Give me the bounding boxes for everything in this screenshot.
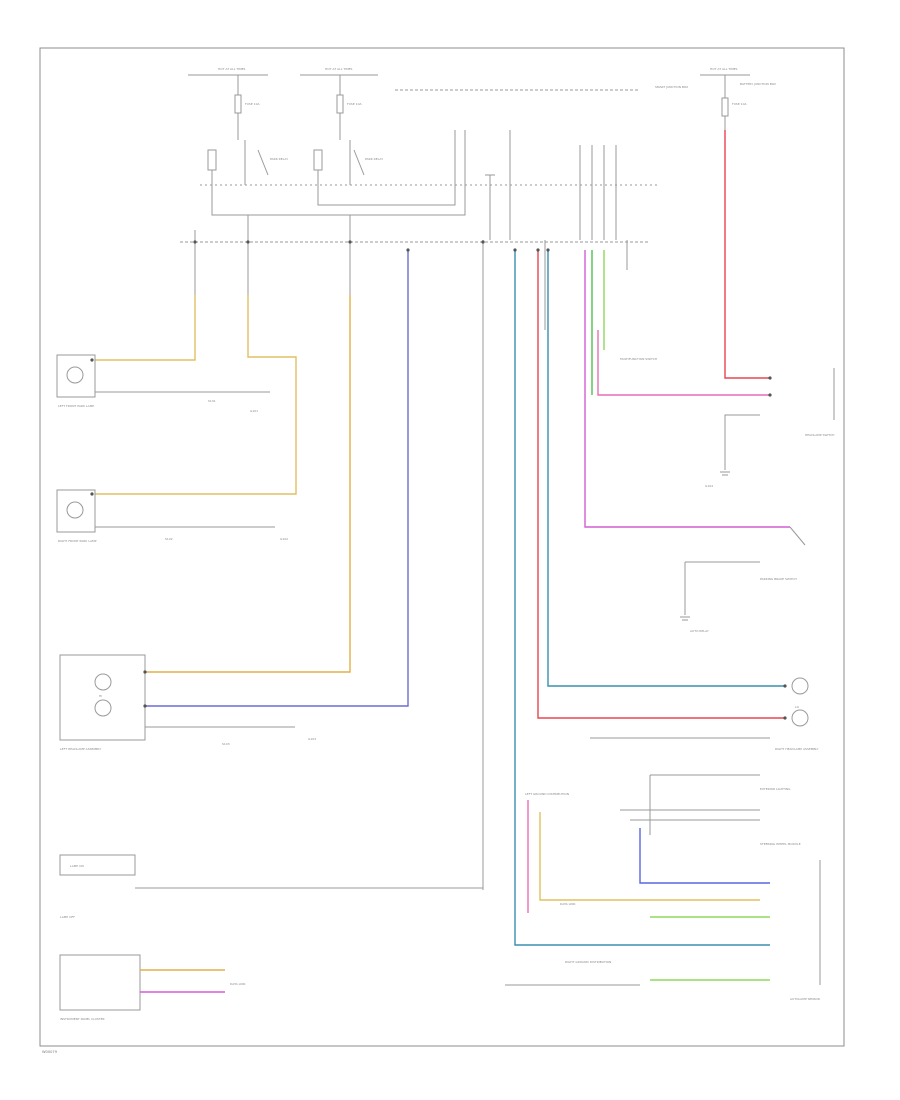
smart-junction-box-label: SMART JUNCTION BOX <box>655 85 688 89</box>
svg-text:DATA LINK: DATA LINK <box>560 902 576 906</box>
lamp-icon <box>94 699 112 717</box>
svg-text:MULTIFUNCTION SWITCH: MULTIFUNCTION SWITCH <box>620 357 657 361</box>
instrument-panel-cluster: INSTRUMENT PANEL CLUSTER <box>59 954 141 1021</box>
wire-magenta-parking-brake <box>584 250 790 528</box>
svg-text:S103: S103 <box>222 742 230 746</box>
power-source-2: HOT AT ALL TIMES FUSE 10A <box>300 67 378 140</box>
svg-text:LEFT HEADLAMP ASSEMBLY: LEFT HEADLAMP ASSEMBLY <box>60 747 101 751</box>
svg-text:EXTERIOR LIGHTING: EXTERIOR LIGHTING <box>760 787 791 791</box>
multifunction-box: LAMP ON <box>59 854 136 876</box>
wire-pink-headlamp-switch <box>597 330 770 396</box>
svg-text:LO: LO <box>795 705 800 709</box>
ground-icon <box>680 616 690 621</box>
svg-text:FUSE 10A: FUSE 10A <box>245 102 260 106</box>
ground-icon <box>720 471 730 476</box>
svg-text:PARK RELAY: PARK RELAY <box>270 157 288 161</box>
fuse-3-icon <box>721 97 729 117</box>
svg-text:PARKING BRAKE SWITCH: PARKING BRAKE SWITCH <box>760 577 797 581</box>
ground-label-4: G104 <box>705 484 713 488</box>
svg-text:LEFT GROUND DISTRIBUTION: LEFT GROUND DISTRIBUTION <box>525 792 569 796</box>
hot-label-2: HOT AT ALL TIMES <box>325 67 353 71</box>
ground-label-1: G101 <box>250 409 258 413</box>
svg-text:AUTOLAMP SENSOR: AUTOLAMP SENSOR <box>790 997 820 1001</box>
svg-text:INSTRUMENT PANEL CLUSTER: INSTRUMENT PANEL CLUSTER <box>60 1017 105 1021</box>
lamp-icon <box>791 677 809 695</box>
svg-text:HI: HI <box>99 694 102 698</box>
hot-label-1: HOT AT ALL TIMES <box>218 67 246 71</box>
left-front-park-lamp: LEFT FRONT PARK LAMP <box>56 354 96 408</box>
svg-text:PARK RELAY: PARK RELAY <box>365 157 383 161</box>
headlamp-switch: HEADLAMP SWITCH <box>805 368 835 437</box>
left-headlamp-assembly: HI LEFT HEADLAMP ASSEMBLY <box>59 654 146 751</box>
ground-label-3: G103 <box>308 737 316 741</box>
page-id-label: W00079 <box>42 1050 58 1054</box>
wire-orange-left-headlamp <box>145 295 351 673</box>
svg-text:LAMP OFF: LAMP OFF <box>60 915 75 919</box>
lamp-icon <box>94 673 112 691</box>
wire-violet-left-headlamp <box>145 250 409 707</box>
connector-icons <box>90 240 787 720</box>
svg-text:FUSE 10A: FUSE 10A <box>732 102 747 106</box>
svg-text:LEFT FRONT PARK LAMP: LEFT FRONT PARK LAMP <box>58 404 94 408</box>
lamp-icon <box>66 366 84 384</box>
fuse-2-icon <box>336 94 344 114</box>
svg-text:LAMP ON: LAMP ON <box>70 864 84 868</box>
right-front-park-lamp: RIGHT FRONT PARK LAMP <box>56 489 97 543</box>
wire-yellow-left-park <box>92 295 196 361</box>
svg-text:RIGHT FRONT PARK LAMP: RIGHT FRONT PARK LAMP <box>58 539 97 543</box>
svg-text:S102: S102 <box>165 537 173 541</box>
fuse-1-icon <box>234 94 242 114</box>
ground-label-2: G102 <box>280 537 288 541</box>
power-source-1: HOT AT ALL TIMES FUSE 10A <box>188 67 268 140</box>
right-park-relay: PARK RELAY <box>313 149 383 176</box>
autolamp-sensor: AUTOLAMP SENSOR <box>650 860 821 1001</box>
svg-text:HEADLAMP SWITCH: HEADLAMP SWITCH <box>805 433 834 437</box>
lamp-icon <box>66 501 84 519</box>
lamp-icon <box>791 709 809 727</box>
svg-text:STEERING WHEEL MODULE: STEERING WHEEL MODULE <box>760 842 801 846</box>
wire-yellow-right-park <box>92 295 297 495</box>
wire-blue-2 <box>639 828 770 884</box>
battery-junction-box-label: BATTERY JUNCTION BOX <box>740 82 776 86</box>
parking-brake-switch: PARKING BRAKE SWITCH <box>760 526 806 581</box>
hot-label-3: HOT AT ALL TIMES <box>710 67 738 71</box>
svg-text:RIGHT GROUND DISTRIBUTION: RIGHT GROUND DISTRIBUTION <box>565 960 611 964</box>
left-park-relay: PARK RELAY <box>207 149 288 176</box>
svg-text:FUSE 10A: FUSE 10A <box>347 102 362 106</box>
wire-yellow-2 <box>539 812 760 901</box>
power-source-3: HOT AT ALL TIMES FUSE 10A BATTERY JUNCTI… <box>700 67 776 130</box>
wire-red-headlamp-switch <box>724 130 770 379</box>
svg-text:RIGHT HEADLAMP ASSEMBLY: RIGHT HEADLAMP ASSEMBLY <box>775 747 819 751</box>
right-headlamp-assembly: RIGHT HEADLAMP ASSEMBLY <box>775 677 819 751</box>
svg-text:DATA LINK: DATA LINK <box>230 982 246 986</box>
svg-text:AUTO RELAY: AUTO RELAY <box>690 629 709 633</box>
steering-wheel-module: EXTERIOR LIGHTING STEERING WHEEL MODULE <box>649 774 801 846</box>
wire-teal-2 <box>514 250 770 946</box>
svg-text:S101: S101 <box>208 399 216 403</box>
diagram-frame <box>39 47 845 1047</box>
wire-red-right-headlamp <box>537 250 785 719</box>
wire-teal-right-headlamp <box>547 250 785 687</box>
